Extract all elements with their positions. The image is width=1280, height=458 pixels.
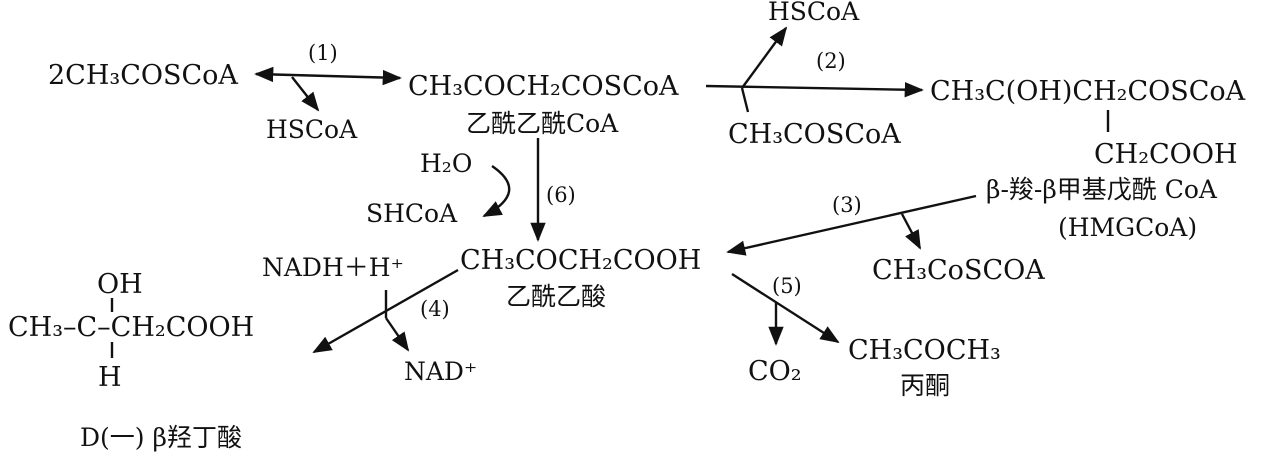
acetyl-coa-released-step3: CH₃CoSCOA bbox=[872, 255, 1045, 286]
hscoa-release-arrow bbox=[291, 76, 320, 112]
hydroxybutyrate-h: H bbox=[98, 362, 122, 393]
step-5-arrow bbox=[731, 272, 840, 344]
hscoa-released-step2: HSCoA bbox=[768, 0, 860, 26]
hydroxybutyrate-name: D(一) β羟丁酸 bbox=[80, 423, 242, 452]
acetoacetate-name: 乙酰乙酸 bbox=[506, 282, 606, 311]
step-6-label: (6) bbox=[546, 183, 576, 207]
acetoacetyl-coa-name: 乙酰乙酰CoA bbox=[466, 109, 619, 138]
step-1-label: (1) bbox=[308, 41, 338, 65]
acetyl-coa-release-arrow bbox=[900, 213, 922, 250]
step-3-arrow bbox=[726, 194, 977, 256]
nadh-label: NADH＋H⁺ bbox=[262, 253, 404, 282]
step-3-label: (3) bbox=[832, 193, 862, 217]
co2-label: CO₂ bbox=[748, 356, 802, 387]
hmg-coa-branch: CH₂COOH bbox=[1094, 139, 1238, 170]
step-4-label: (4) bbox=[420, 297, 450, 321]
water-to-shcoa-arrow bbox=[482, 165, 511, 218]
shcoa-label: SHCoA bbox=[366, 199, 458, 228]
acetyl-coa-input-line bbox=[740, 87, 750, 113]
acetoacetate: CH₃COCH₂COOH bbox=[460, 245, 701, 276]
acetone-name: 丙酮 bbox=[900, 371, 950, 400]
hscoa-release-arrow-step2 bbox=[741, 26, 788, 89]
hmg-coa-name: β-羧-β甲基戊酰 CoA bbox=[986, 175, 1218, 204]
hmg-coa-formula: CH₃C(OH)CH₂COSCoA bbox=[930, 76, 1246, 107]
water-label: H₂O bbox=[420, 149, 472, 178]
acetyl-coa-input-step2: CH₃COSCoA bbox=[728, 119, 901, 150]
acetyl-coa-x2: 2CH₃COSCoA bbox=[48, 60, 238, 91]
step-5-label: (5) bbox=[772, 274, 802, 298]
nad-label: NAD⁺ bbox=[404, 357, 477, 386]
hydroxybutyrate-oh: OH bbox=[97, 269, 143, 300]
nad-release-arrow bbox=[385, 317, 410, 352]
acetoacetyl-coa: CH₃COCH₂COSCoA bbox=[408, 71, 679, 102]
step-2-label: (2) bbox=[816, 49, 846, 73]
acetone: CH₃COCH₃ bbox=[848, 335, 1001, 366]
step-2-arrow bbox=[705, 82, 924, 98]
hscoa-released-step1: HSCoA bbox=[266, 115, 358, 144]
hmg-coa-abbr: (HMGCoA) bbox=[1058, 213, 1197, 242]
hydroxybutyrate-formula: CH₃–C–CH₂COOH bbox=[8, 312, 254, 343]
step-1-arrow bbox=[254, 66, 402, 86]
